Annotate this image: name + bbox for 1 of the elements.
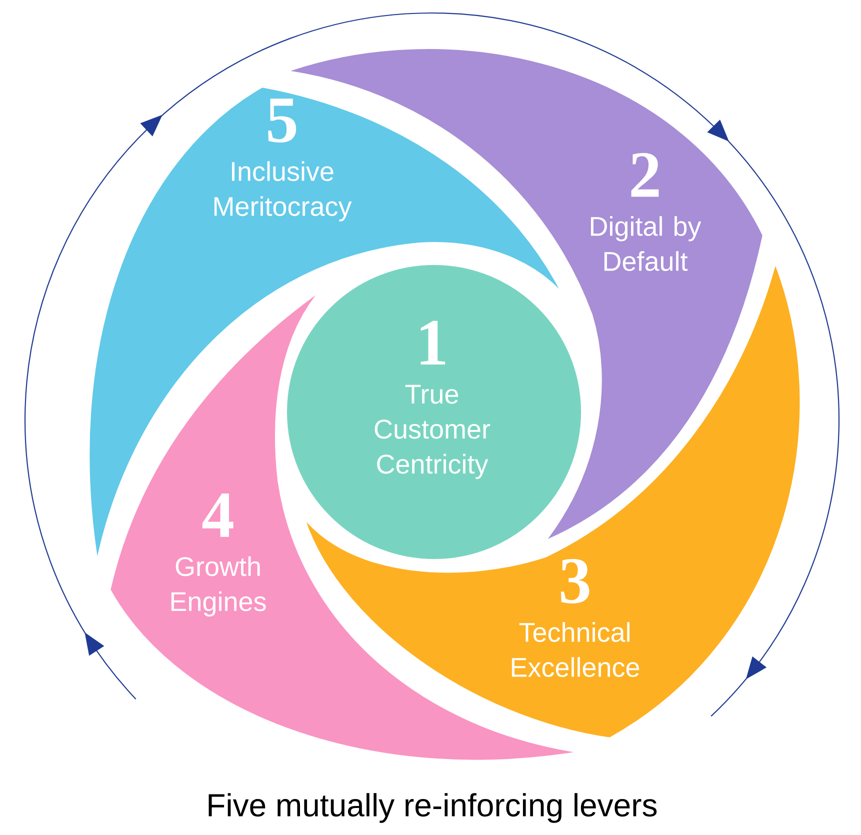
caption: Five mutually re-inforcing levers	[208, 793, 657, 823]
